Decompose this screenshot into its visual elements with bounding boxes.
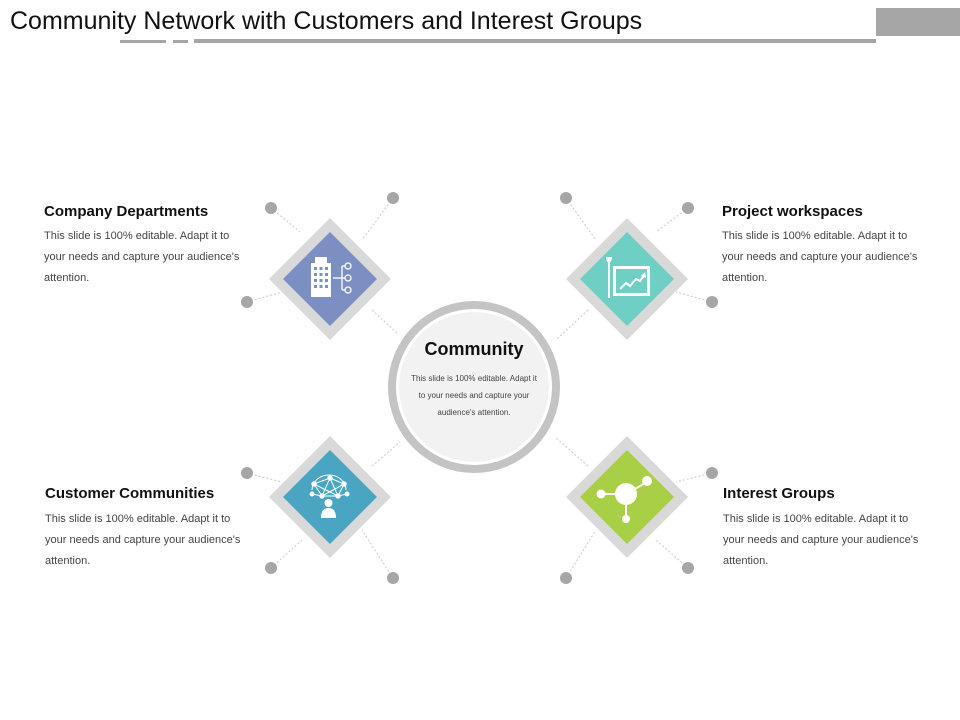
node-project-workspaces bbox=[566, 218, 688, 340]
connector-lines bbox=[246, 197, 713, 579]
header-accent-segment bbox=[120, 40, 166, 43]
connector-dot bbox=[560, 572, 572, 584]
header-underline bbox=[194, 39, 876, 43]
node-description-company-departments: This slide is 100% editable. Adapt it to… bbox=[44, 230, 240, 284]
center-title: Community bbox=[424, 339, 524, 359]
node-title-interest-groups: Interest Groups bbox=[723, 485, 835, 502]
diamond-fill bbox=[283, 450, 377, 544]
connector-dot bbox=[387, 572, 399, 584]
page-title: Community Network with Customers and Int… bbox=[10, 7, 643, 35]
connector-dot bbox=[265, 202, 277, 214]
node-title-customer-communities: Customer Communities bbox=[45, 485, 215, 502]
node-company-departments bbox=[269, 218, 391, 340]
header-accent-box bbox=[876, 8, 960, 36]
network-person-icon bbox=[309, 474, 350, 518]
connector-dots bbox=[241, 192, 718, 584]
connector-dot bbox=[265, 562, 277, 574]
growth-chart-icon bbox=[606, 257, 650, 298]
header-accent-segment bbox=[173, 40, 188, 43]
node-description-project-workspaces: This slide is 100% editable. Adapt it to… bbox=[722, 230, 918, 284]
center-circle bbox=[399, 312, 549, 462]
connector-dot bbox=[682, 562, 694, 574]
connector-dot bbox=[706, 296, 718, 308]
connector-dot bbox=[560, 192, 572, 204]
node-description-interest-groups: This slide is 100% editable. Adapt it to… bbox=[723, 513, 919, 567]
connector-dot bbox=[241, 467, 253, 479]
node-title-company-departments: Company Departments bbox=[44, 203, 209, 220]
center-description: This slide is 100% editable. Adapt it to… bbox=[411, 374, 537, 417]
molecule-network-icon bbox=[596, 476, 652, 523]
node-title-project-workspaces: Project workspaces bbox=[722, 203, 863, 220]
node-description-customer-communities: This slide is 100% editable. Adapt it to… bbox=[45, 513, 241, 567]
building-org-icon bbox=[311, 257, 352, 297]
node-interest-groups bbox=[566, 436, 688, 558]
connector-dot bbox=[387, 192, 399, 204]
node-customer-communities bbox=[269, 436, 391, 558]
connector-dot bbox=[682, 202, 694, 214]
connector-dot bbox=[706, 467, 718, 479]
connector-dot bbox=[241, 296, 253, 308]
